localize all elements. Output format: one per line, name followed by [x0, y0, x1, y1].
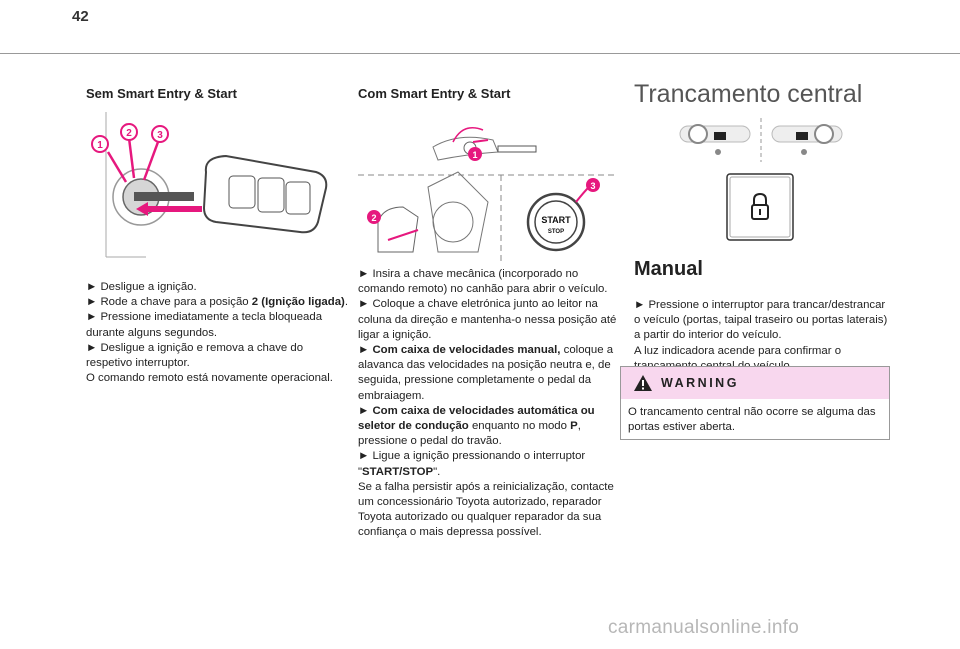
warning-text: O trancamento central não ocorre se algu… [628, 406, 876, 433]
manual-instructions: ► Pressione o interruptor para trancar/d… [634, 298, 892, 374]
section-heading-without-smart-entry: Sem Smart Entry & Start [86, 86, 237, 101]
warning-header: WARNING [621, 367, 889, 399]
start-button-label: START [541, 215, 571, 225]
smart-entry-illustration: 1 2 START STOP 3 [358, 127, 614, 262]
step-4: ► Desligue a ignição e remova a chave do… [86, 341, 304, 370]
stop-button-label: STOP [548, 229, 564, 235]
instructions-with-smart-entry: ► Insira a chave mecânica (incorporado n… [358, 267, 618, 541]
instructions-without-smart-entry: ► Desligue a ignição. ► Rode a chave par… [86, 280, 348, 386]
manual-gearbox-step: ► Com caixa de velocidades manual, coloq… [358, 344, 614, 402]
warning-box: WARNING O trancamento central não ocorre… [620, 366, 890, 440]
callout-3: 3 [157, 130, 163, 141]
step-3: ► Pressione imediatamente a tecla bloque… [86, 311, 323, 339]
remote-operational-note: O comando remoto está novamente operacio… [86, 372, 333, 385]
insert-mechanical-key-step: ► Insira a chave mecânica (incorporado n… [358, 268, 608, 296]
page-number: 42 [72, 8, 89, 25]
padlock-icon [751, 192, 769, 220]
callout-1: 1 [472, 150, 477, 160]
column-with-smart-entry: Com Smart Entry & Start [358, 82, 618, 101]
section-heading-with-smart-entry: Com Smart Entry & Start [358, 86, 511, 101]
callout-3: 3 [590, 181, 595, 191]
warning-title: WARNING [661, 376, 739, 390]
warning-triangle-icon [634, 375, 652, 391]
place-key-near-reader-step: ► Coloque a chave eletrónica junto ao le… [358, 298, 617, 341]
callout-2: 2 [126, 128, 132, 139]
lock-switch-illustration [726, 173, 794, 241]
key-ignition-illustration: 1 2 3 [91, 112, 328, 258]
automatic-gearbox-step: ► Com caixa de velocidades automática ou… [358, 404, 595, 448]
start-stop-step: ► Ligue a ignição pressionando o interru… [358, 450, 586, 478]
callout-1: 1 [97, 140, 103, 151]
central-locking-title: Trancamento central [634, 80, 863, 108]
watermark: carmanualsonline.info [608, 617, 800, 638]
column-without-smart-entry: Sem Smart Entry & Start [86, 82, 348, 101]
header-divider [0, 53, 960, 54]
dealer-contact-note: Se a falha persistir após a reinicializa… [358, 480, 614, 539]
callout-2: 2 [371, 213, 376, 223]
manual-heading: Manual [634, 258, 703, 280]
step-2: ► Rode a chave para a posição 2 (Ignição… [86, 296, 349, 309]
press-switch-step: ► Pressione o interruptor para trancar/d… [634, 299, 888, 342]
car-interior-locking-illustration [679, 118, 843, 162]
step-1: ► Desligue a ignição. [86, 281, 197, 293]
